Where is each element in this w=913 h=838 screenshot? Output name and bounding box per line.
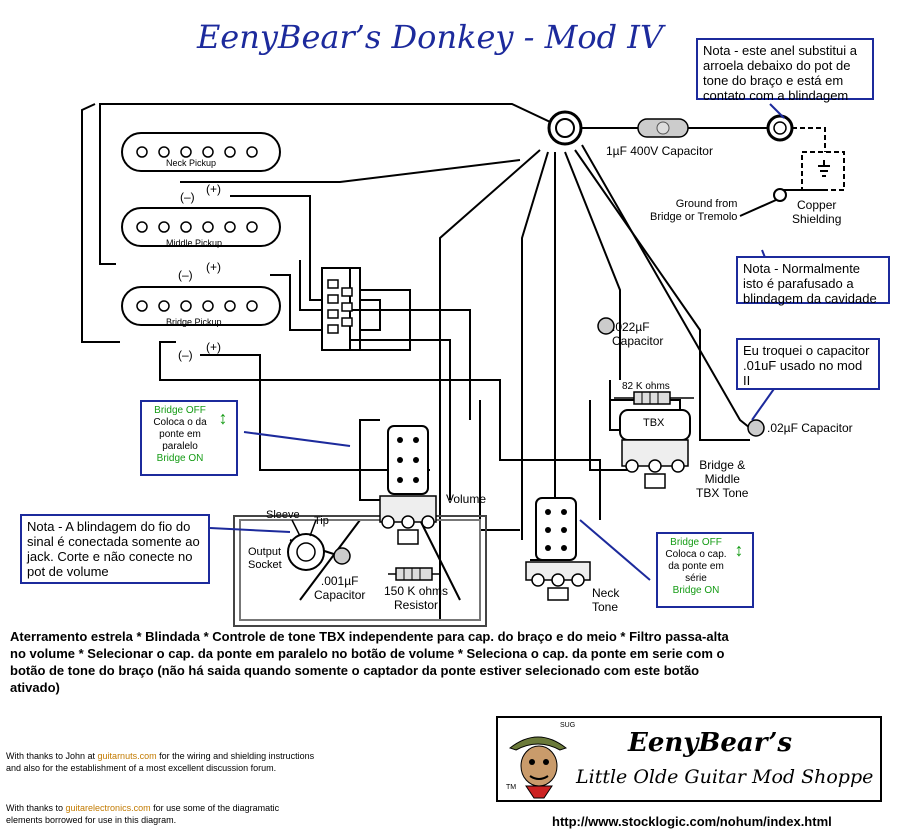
thanks-b2: for use some of the diagramatic elements… xyxy=(6,803,280,825)
thanks-a1: With thanks to John at xyxy=(6,751,98,761)
switch-note-right: Bridge OFF Coloca o cap. da ponte em sér… xyxy=(656,532,754,608)
middle-pickup xyxy=(121,207,281,247)
capacitor-1uf xyxy=(637,118,689,138)
sleeve-label: Sleeve xyxy=(266,509,300,521)
logo-line1: EenyBear’s xyxy=(628,728,793,758)
resistor-150k-label: 150 K ohms Resistor xyxy=(384,584,449,612)
description-text: Aterramento estrela * Blindada * Control… xyxy=(10,629,729,695)
note-ring: Nota - este anel substitui a arroela deb… xyxy=(696,38,874,103)
cap-1uf-label: 1µF 400V Capacitor xyxy=(606,144,713,158)
note-pointers xyxy=(209,103,785,581)
thanks-guitarelectronics: With thanks to guitarelectronics.com for… xyxy=(6,802,316,826)
left-switch-text: Coloca o da ponte em paralelo xyxy=(153,417,207,452)
thanks-guitarnuts: With thanks to John at guitarnuts.com fo… xyxy=(6,750,316,774)
link-guitarnuts[interactable]: guitarnuts.com xyxy=(97,751,157,761)
switch-note-left: Bridge OFF Coloca o da ponte em paralelo… xyxy=(140,400,238,476)
cap-001-label: .001µF Capacitor xyxy=(314,574,366,602)
note-shield: Nota - A blindagem do fio do sinal é con… xyxy=(20,514,210,584)
tbx-label: TBX xyxy=(643,417,665,429)
shop-logo: SUG TM EenyBear’s Little Olde Guitar Mod… xyxy=(496,716,882,802)
capacitor-001uf xyxy=(333,547,351,565)
resistor-82k-label: 82 K ohms xyxy=(622,381,670,392)
ground-bridge-label: Ground from Bridge or Tremolo xyxy=(650,198,738,223)
note-cap-swap: Eu troquei o capacitor .01uF usado no mo… xyxy=(736,338,880,390)
neck-minus-label: (–) xyxy=(180,190,195,204)
output-socket-label: Output Socket xyxy=(248,546,282,571)
neck-plus-label: (+) xyxy=(206,182,221,196)
output-socket xyxy=(287,519,325,571)
cap-022-label: .022µF Capacitor xyxy=(612,320,664,348)
capacitor-022uf xyxy=(597,317,615,335)
updown-arrow-icon: ↕ xyxy=(218,408,228,428)
resistor-82k xyxy=(614,391,694,405)
cap-02-label: .02µF Capacitor xyxy=(767,421,853,435)
note-screw: Nota - Normalmente isto é parafusado a b… xyxy=(736,256,890,306)
neck-tone-label: Neck Tone xyxy=(592,586,620,614)
updown-arrow-icon: ↕ xyxy=(734,540,744,560)
site-url[interactable]: http://www.stocklogic.com/nohum/index.ht… xyxy=(552,814,832,829)
bridge-pickup xyxy=(121,286,281,326)
right-switch-text: Coloca o cap. da ponte em série xyxy=(665,549,727,584)
tip-label: Tip xyxy=(314,515,329,527)
link-guitarelectronics[interactable]: guitarelectronics.com xyxy=(65,803,151,813)
left-bridge-off: Bridge OFF xyxy=(154,405,206,416)
middle-plus-label: (+) xyxy=(206,260,221,274)
bridge-pickup-label: Bridge Pickup xyxy=(166,317,222,327)
middle-pickup-label: Middle Pickup xyxy=(166,238,223,248)
tbx-tone-label: Bridge & Middle TBX Tone xyxy=(696,458,749,500)
neck-pickup-label: Neck Pickup xyxy=(166,158,217,168)
copper-shielding-label: Copper Shielding xyxy=(792,198,842,226)
bear-mascot-icon xyxy=(508,736,568,799)
capacitor-02uf xyxy=(747,419,765,437)
neck-pickup xyxy=(121,132,281,172)
page-title: EenyBear’s Donkey - Mod IV xyxy=(196,18,664,56)
logo-tm: TM xyxy=(506,784,517,791)
bridge-minus-label: (–) xyxy=(178,348,193,362)
bridge-plus-label: (+) xyxy=(206,340,221,354)
right-bridge-off: Bridge OFF xyxy=(670,537,722,548)
volume-pot xyxy=(379,425,437,545)
copper-shielding xyxy=(739,127,845,217)
resistor-150k xyxy=(388,567,440,581)
tbx-pot xyxy=(619,409,691,489)
neck-tone-pot xyxy=(525,497,591,601)
wire-ground-loop xyxy=(99,103,564,265)
thanks-a2: for the wiring and shielding instruction… xyxy=(6,751,315,773)
right-bridge-on: Bridge ON xyxy=(672,585,720,596)
logo-line2: Little Olde Guitar Mod Shoppe xyxy=(576,766,874,788)
left-bridge-on: Bridge ON xyxy=(156,453,204,464)
pot-ring xyxy=(766,114,794,142)
middle-minus-label: (–) xyxy=(178,268,193,282)
logo-sig: SUG xyxy=(560,722,576,729)
star-ground-ring xyxy=(547,110,583,146)
thanks-b1: With thanks to xyxy=(6,803,66,813)
volume-label: Volume xyxy=(446,492,487,506)
pickup-selector-switch xyxy=(321,267,353,351)
